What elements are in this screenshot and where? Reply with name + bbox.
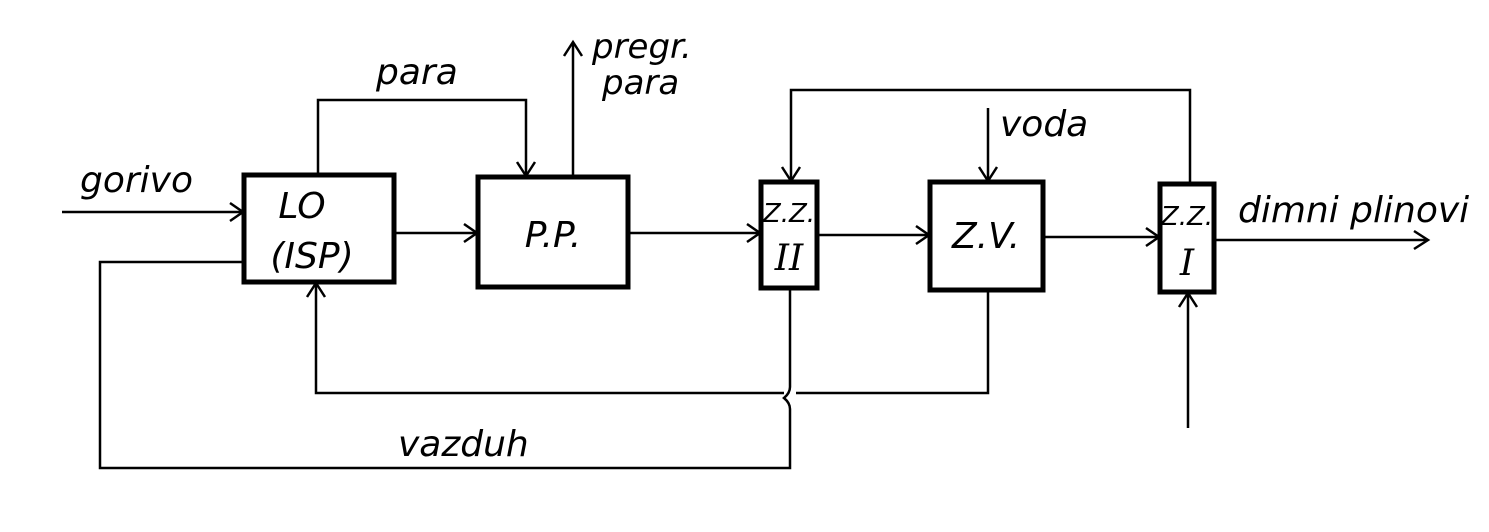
block-zz-i: Z.Z. I — [1157, 181, 1217, 295]
block-lo-isp: LO (ISP) — [241, 172, 397, 285]
label-pregr: pregr. — [591, 27, 692, 67]
flow-gorivo: gorivo — [62, 160, 246, 223]
block-zz-ii: Z.Z. II — [758, 179, 820, 291]
block-zz-i-label-line2: I — [1179, 243, 1195, 284]
block-zz-i-label-line1: Z.Z. — [1160, 202, 1213, 232]
label-gorivo: gorivo — [80, 160, 193, 201]
block-zz-ii-label-line2: II — [774, 238, 804, 279]
flow-pregrijana-para: pregr. para — [562, 27, 692, 176]
block-pp-label: P.P. — [525, 215, 581, 256]
flow-gas-path: dimni plinovi — [395, 190, 1469, 251]
label-voda: voda — [1000, 104, 1088, 145]
block-lo-label-line1: LO — [278, 186, 325, 227]
block-zv: Z.V. — [927, 179, 1046, 293]
label-vazduh: vazduh — [398, 424, 529, 465]
label-pregr-para: para — [601, 63, 679, 103]
label-para: para — [375, 52, 458, 93]
flow-air-inlet-zz-i — [1177, 290, 1199, 428]
block-pp: P.P. — [475, 174, 631, 290]
flow-vazduh: vazduh — [98, 260, 792, 470]
flow-para: para — [316, 52, 537, 179]
flow-water-loop — [780, 88, 1192, 184]
flow-zv-return — [305, 280, 990, 395]
label-dimni-plinovi: dimni plinovi — [1238, 190, 1469, 231]
block-zz-ii-label-line1: Z.Z. — [762, 199, 815, 229]
block-lo-label-line2: (ISP) — [270, 236, 353, 277]
flow-voda: voda — [977, 104, 1088, 184]
block-zv-label: Z.V. — [951, 216, 1020, 257]
